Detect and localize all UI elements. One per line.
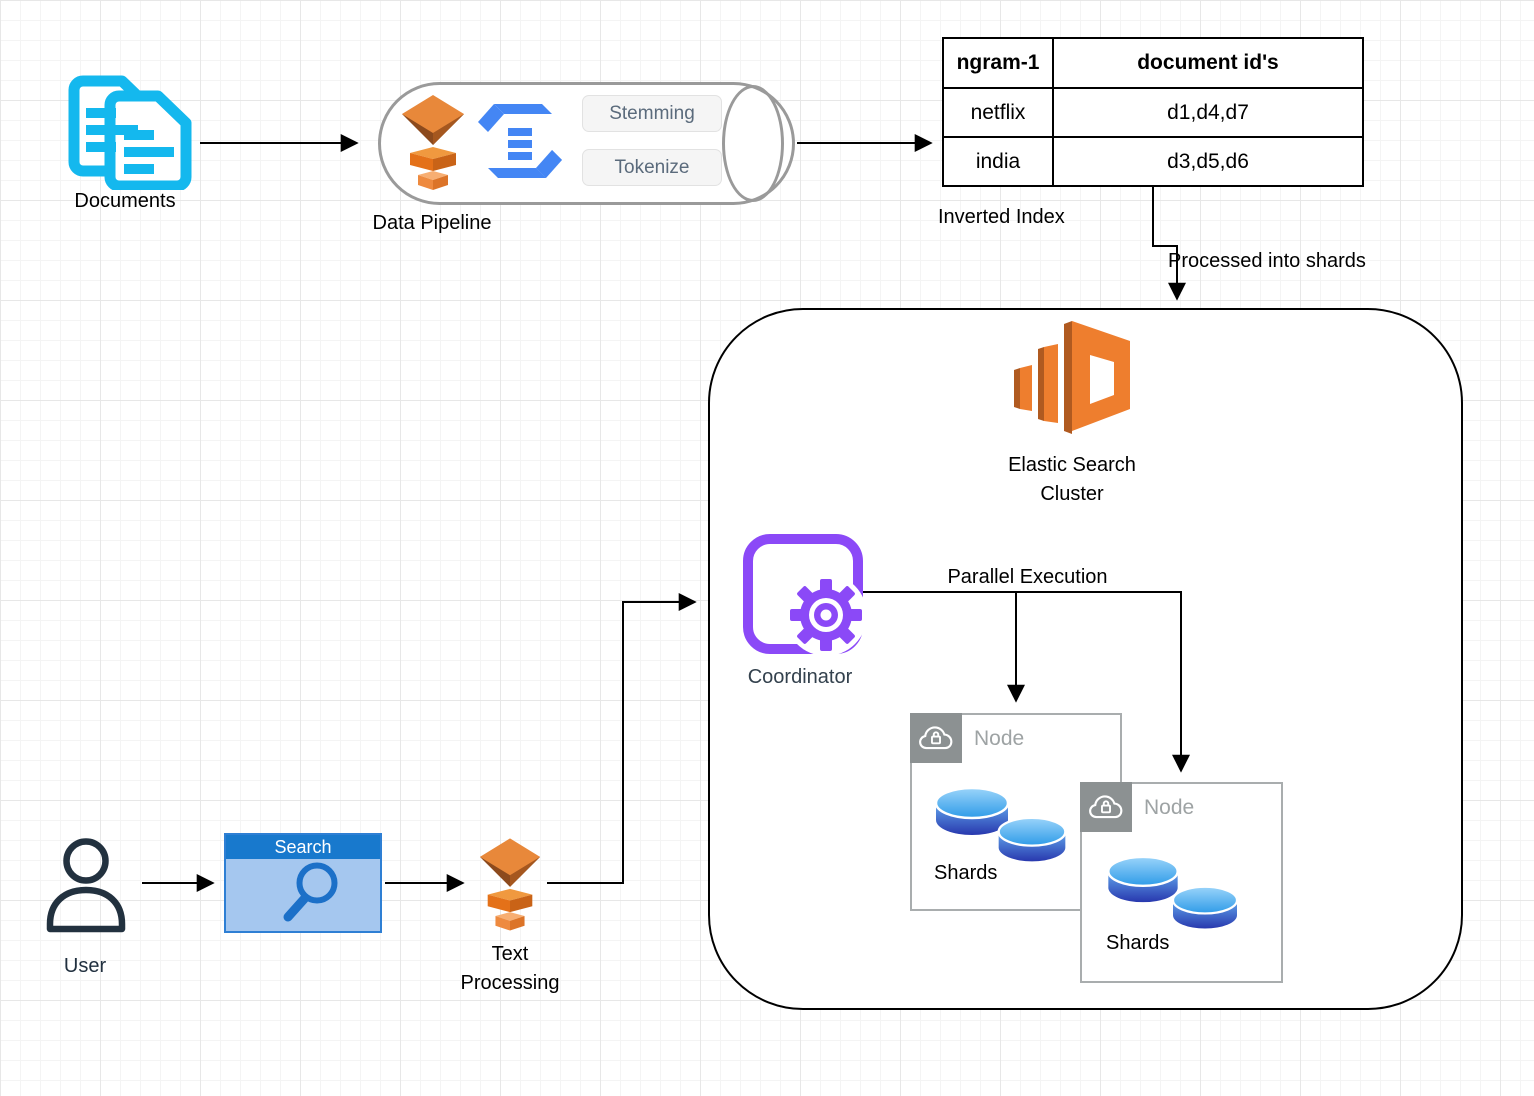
cloud-lock-icon xyxy=(919,726,953,750)
stemming-chip[interactable]: Stemming xyxy=(582,95,722,132)
stemming-label: Stemming xyxy=(609,102,695,124)
shard-disk-icon xyxy=(1171,885,1239,929)
elasticsearch-icon xyxy=(1014,321,1130,434)
inverted-index-table[interactable]: ngram-1 document id's netflix d1,d4,d7 i… xyxy=(942,37,1364,187)
aws-kinesis-icon xyxy=(402,95,464,190)
search-window[interactable]: Search xyxy=(224,833,382,933)
table-row: netflix d1,d4,d7 xyxy=(942,87,1364,138)
documents-label: Documents xyxy=(74,190,176,212)
parallel-execution-label: Parallel Execution xyxy=(947,566,1108,588)
shard-disk-icon xyxy=(1107,855,1179,903)
table-header-row: ngram-1 document id's xyxy=(942,37,1364,89)
shard-disk-icon xyxy=(997,816,1067,862)
coordinator-icon[interactable] xyxy=(740,533,866,659)
elasticsearch-cluster-label: Elastic Search Cluster xyxy=(1008,454,1136,505)
header-ngram: ngram-1 xyxy=(942,37,1054,89)
shard-disk-icon xyxy=(934,786,1010,835)
table-row: india d3,d5,d6 xyxy=(942,136,1364,187)
arrow-index-to-cluster xyxy=(1152,186,1186,301)
user-icon[interactable] xyxy=(42,836,130,934)
text-processing-label: Text Processing xyxy=(460,943,560,994)
cell-term: netflix xyxy=(942,87,1054,138)
tokenize-label: Tokenize xyxy=(614,156,690,178)
magnifier-icon xyxy=(283,862,338,922)
cloud-lock-icon xyxy=(1089,795,1123,819)
text-processing-icon[interactable] xyxy=(478,836,542,932)
inverted-index-label: Inverted Index xyxy=(938,206,1065,228)
node-2-shards-label: Shards xyxy=(1106,932,1170,954)
data-pipeline-label: Data Pipeline xyxy=(372,212,492,234)
search-window-titlebar: Search xyxy=(226,835,380,859)
node-2-label: Node xyxy=(1144,796,1195,819)
node-1-label: Node xyxy=(974,727,1025,750)
processed-into-shards-label: Processed into shards xyxy=(1168,250,1366,272)
node-1-badge xyxy=(910,713,962,763)
cell-term: india xyxy=(942,136,1054,187)
coordinator-label: Coordinator xyxy=(747,666,853,688)
node-1-shards-label: Shards xyxy=(934,862,998,884)
user-label: User xyxy=(63,955,107,977)
arrow-textprocessing-to-coordinator xyxy=(547,593,697,884)
google-dataflow-icon xyxy=(478,104,562,178)
header-docids: document id's xyxy=(1052,37,1364,89)
data-pipeline-cap xyxy=(722,85,784,202)
tokenize-chip[interactable]: Tokenize xyxy=(582,149,722,186)
node-2[interactable]: Node Shards xyxy=(1080,782,1283,983)
cell-docs: d3,d5,d6 xyxy=(1052,136,1364,187)
node-2-badge xyxy=(1080,782,1132,832)
cell-docs: d1,d4,d7 xyxy=(1052,87,1364,138)
documents-icon[interactable] xyxy=(62,70,196,190)
